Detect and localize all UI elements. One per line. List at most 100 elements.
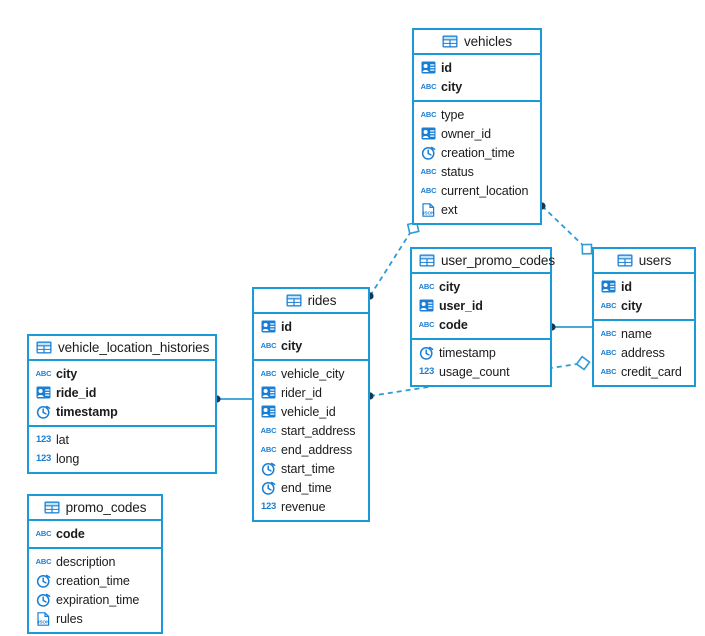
abc-text-icon: ABC: [260, 445, 277, 454]
field-row: JSON rules: [29, 609, 161, 628]
field-row: user_id: [412, 296, 550, 315]
field-name: code: [439, 317, 468, 332]
table-title: users: [638, 253, 672, 268]
field-name: vehicle_city: [281, 366, 345, 381]
abc-text-icon: ABC: [418, 320, 435, 329]
field-row: creation_time: [29, 571, 161, 590]
one-end-diamond-marker: [581, 243, 593, 255]
field-row: vehicle_id: [254, 402, 368, 421]
field-name: city: [441, 79, 463, 94]
abc-text-icon: ABC: [600, 301, 617, 310]
field-name: creation_time: [56, 573, 130, 588]
field-name: city: [56, 366, 78, 381]
field-name: rider_id: [281, 385, 322, 400]
table-grid-icon: [617, 254, 633, 267]
clock-icon: [36, 405, 51, 419]
abc-text-icon: ABC: [420, 167, 437, 176]
table-header[interactable]: vehicle_location_histories: [29, 336, 215, 361]
field-name: end_time: [281, 480, 332, 495]
field-name: city: [439, 279, 461, 294]
id-badge-icon: [261, 320, 276, 333]
id-badge-icon: [421, 127, 436, 140]
table-header[interactable]: promo_codes: [29, 496, 161, 521]
id-badge-icon: [261, 386, 276, 399]
table-header[interactable]: rides: [254, 289, 368, 314]
field-row: owner_id: [414, 124, 540, 143]
table-title: rides: [307, 293, 337, 308]
field-name: city: [281, 338, 303, 353]
field-name: timestamp: [439, 345, 496, 360]
field-row: id: [414, 58, 540, 77]
field-row: timestamp: [29, 402, 215, 421]
abc-text-icon: ABC: [420, 186, 437, 195]
abc-text-icon: ABC: [35, 557, 52, 566]
clock-icon: [261, 481, 276, 495]
abc-text-icon: ABC: [260, 426, 277, 435]
field-row: timestamp: [412, 343, 550, 362]
table-header[interactable]: users: [594, 249, 694, 274]
table-grid-icon: [442, 35, 458, 48]
field-row: ABC city: [254, 336, 368, 355]
field-name: rules: [56, 611, 83, 626]
field-row: rider_id: [254, 383, 368, 402]
table-header[interactable]: vehicles: [414, 30, 540, 55]
table-title: vehicle_location_histories: [58, 340, 210, 355]
field-name: name: [621, 326, 652, 341]
table-header[interactable]: user_promo_codes: [412, 249, 555, 274]
abc-text-icon: ABC: [260, 341, 277, 350]
field-row: ride_id: [29, 383, 215, 402]
field-name: ride_id: [56, 385, 97, 400]
field-row: end_time: [254, 478, 368, 497]
abc-text-icon: ABC: [35, 369, 52, 378]
field-row: JSON ext: [414, 200, 540, 219]
field-name: lat: [56, 432, 69, 447]
field-row: id: [254, 317, 368, 336]
field-name: end_address: [281, 442, 353, 457]
field-row: expiration_time: [29, 590, 161, 609]
field-name: vehicle_id: [281, 404, 336, 419]
svg-text:JSON: JSON: [37, 619, 50, 624]
field-name: ext: [441, 202, 458, 217]
field-name: owner_id: [441, 126, 491, 141]
table-grid-icon: [419, 254, 435, 267]
field-name: id: [441, 60, 452, 75]
relationship-vehicle_location_histories-to-rides: [213, 395, 252, 403]
field-row: ABC city: [29, 364, 215, 383]
one-end-diamond-marker: [575, 355, 591, 371]
primary-key-section: ABC city ride_id timestamp: [29, 361, 215, 427]
field-name: status: [441, 164, 474, 179]
clock-icon: [36, 593, 51, 607]
field-name: credit_card: [621, 364, 682, 379]
json-document-icon: JSON: [421, 202, 436, 217]
field-name: timestamp: [56, 404, 118, 419]
relationship-user_promo_codes-to-users: [548, 323, 592, 331]
field-name: id: [281, 319, 292, 334]
id-badge-icon: [601, 280, 616, 293]
table-grid-icon: [44, 501, 60, 514]
